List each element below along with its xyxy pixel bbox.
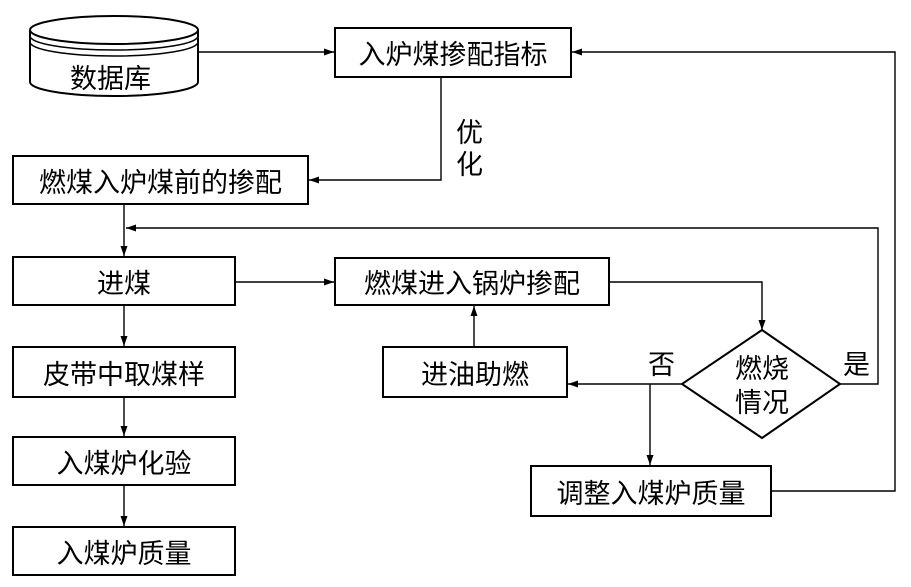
decision-label-line1: 燃烧 bbox=[735, 354, 789, 385]
belt-sample-box: 皮带中取煤样 bbox=[12, 346, 236, 398]
optimize-label-1: 优 bbox=[456, 118, 483, 149]
database-label: 数据库 bbox=[70, 64, 151, 95]
database-icon bbox=[29, 15, 199, 97]
adjust-quality-box: 调整入煤炉质量 bbox=[530, 465, 772, 517]
pre-blend-box: 燃煤入炉煤前的掺配 bbox=[12, 155, 309, 205]
yes-label: 是 bbox=[843, 350, 870, 381]
oil-assist-box: 进油助燃 bbox=[382, 346, 568, 398]
blend-index-box: 入炉煤掺配指标 bbox=[334, 27, 572, 78]
decision-diamond bbox=[680, 328, 842, 440]
edge-index-to-preblend bbox=[309, 78, 442, 184]
edge-boiler-to-decision bbox=[610, 281, 766, 330]
no-label: 否 bbox=[648, 350, 675, 381]
coal-in-box: 进煤 bbox=[12, 256, 236, 306]
edge-yes-loopback bbox=[126, 224, 879, 385]
decision-label-line2: 情况 bbox=[735, 388, 789, 419]
edge-adjust-to-index bbox=[572, 48, 896, 492]
coal-quality-box: 入煤炉质量 bbox=[12, 526, 236, 576]
boiler-blend-box: 燃煤进入锅炉掺配 bbox=[334, 257, 610, 306]
lab-test-box: 入煤炉化验 bbox=[12, 436, 236, 486]
optimize-label-2: 化 bbox=[456, 150, 483, 181]
